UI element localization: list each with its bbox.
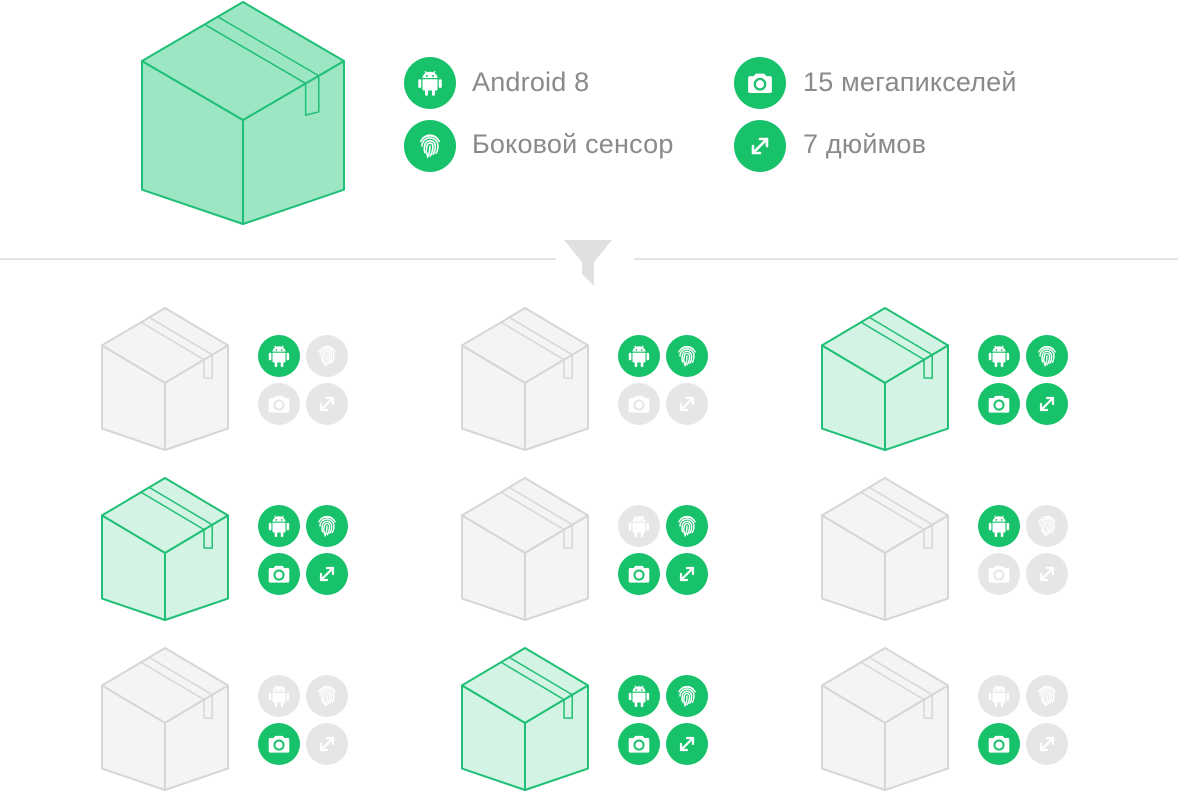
expand-arrows-icon (1026, 383, 1068, 425)
fingerprint-icon (1026, 505, 1068, 547)
fingerprint-feature-label: Боковой сенсор (472, 129, 674, 159)
android-icon (618, 675, 660, 717)
fingerprint-icon (666, 505, 708, 547)
box-icon (101, 307, 229, 451)
android-icon (618, 335, 660, 377)
expand-arrows-icon (666, 383, 708, 425)
android-icon (978, 505, 1020, 547)
expand-arrows-icon (1026, 723, 1068, 765)
box-icon (821, 647, 949, 791)
expand-arrows-icon (666, 553, 708, 595)
android-icon (978, 335, 1020, 377)
camera-feature-label: 15 мегапикселей (803, 67, 1017, 97)
query-box-icon (141, 1, 345, 225)
size-feature-label: 7 дюймов (803, 129, 927, 159)
android-icon (618, 505, 660, 547)
camera-icon (978, 723, 1020, 765)
box-icon (461, 477, 589, 621)
fingerprint-icon (1026, 335, 1068, 377)
android-icon (978, 675, 1020, 717)
android-icon (258, 335, 300, 377)
box-icon (821, 477, 949, 621)
size-feature-icon (734, 120, 786, 172)
camera-icon (978, 553, 1020, 595)
fingerprint-icon (666, 675, 708, 717)
matching-box-icon (821, 307, 949, 451)
camera-icon (258, 553, 300, 595)
fingerprint-icon (306, 505, 348, 547)
funnel-icon (564, 240, 612, 286)
expand-arrows-icon (306, 553, 348, 595)
camera-feature-icon (734, 57, 786, 109)
matching-box-icon (101, 477, 229, 621)
android-feature-label: Android 8 (472, 67, 590, 97)
box-icon (101, 647, 229, 791)
expand-arrows-icon (1026, 553, 1068, 595)
fingerprint-icon (306, 335, 348, 377)
camera-icon (618, 553, 660, 595)
fingerprint-icon (1026, 675, 1068, 717)
fingerprint-icon (666, 335, 708, 377)
camera-icon (618, 723, 660, 765)
camera-icon (978, 383, 1020, 425)
android-feature-icon (404, 57, 456, 109)
camera-icon (618, 383, 660, 425)
fingerprint-feature-icon (404, 120, 456, 172)
divider-right (634, 258, 1178, 260)
matching-box-icon (461, 647, 589, 791)
camera-icon (258, 383, 300, 425)
camera-icon (258, 723, 300, 765)
android-icon (258, 675, 300, 717)
expand-arrows-icon (666, 723, 708, 765)
expand-arrows-icon (306, 723, 348, 765)
divider-left (0, 258, 556, 260)
fingerprint-icon (306, 675, 348, 717)
android-icon (258, 505, 300, 547)
expand-arrows-icon (306, 383, 348, 425)
box-icon (461, 307, 589, 451)
